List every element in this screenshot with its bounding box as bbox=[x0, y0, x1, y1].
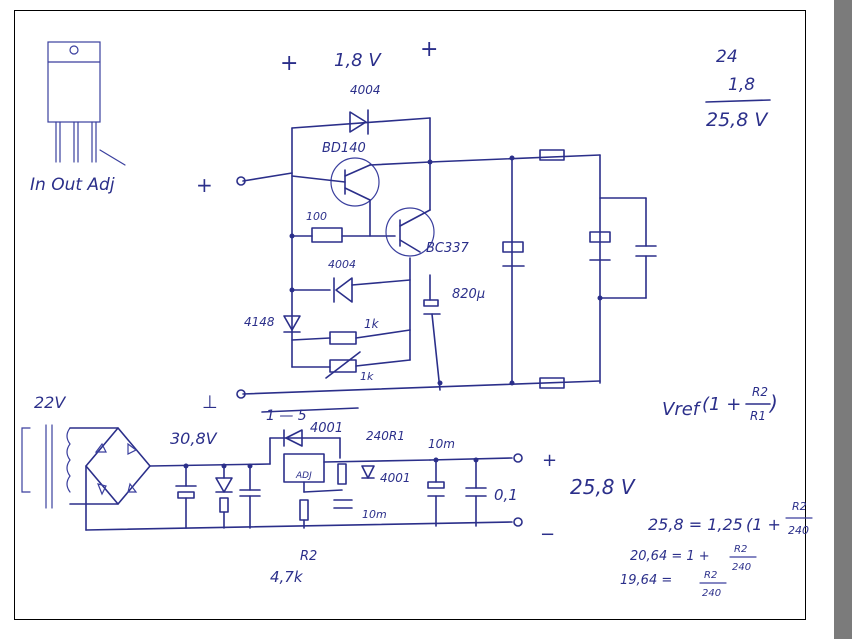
formula-den: R1 bbox=[750, 409, 766, 423]
top-circuit bbox=[236, 109, 657, 399]
cap-10m-low-label: 10m bbox=[362, 508, 387, 521]
formula-vref: Vref bbox=[662, 399, 702, 420]
transistor-bd140-label: BD140 bbox=[322, 141, 366, 156]
calc-line2-den: 240 bbox=[732, 562, 751, 573]
calc-line3-den: 240 bbox=[702, 588, 721, 599]
ground-symbol: ⊥ bbox=[202, 392, 218, 413]
cap-820-label: 820µ bbox=[452, 287, 485, 302]
output-plus: + bbox=[542, 450, 557, 471]
top-plus-right: + bbox=[420, 37, 438, 62]
calc-line2-left: 20,64 = 1 + bbox=[630, 549, 710, 564]
jumper-label: 1 — 5 bbox=[266, 408, 307, 424]
r2-value: 4,7k bbox=[270, 568, 304, 586]
bridge-voltage: 30,8V bbox=[170, 429, 218, 448]
sum-b: 1,8 bbox=[728, 75, 755, 95]
calc-line2-num: R2 bbox=[734, 544, 747, 555]
mid-diode-label: 4004 bbox=[328, 258, 356, 271]
diode-4148-label: 4148 bbox=[244, 315, 275, 329]
transformer-voltage: 22V bbox=[34, 393, 66, 412]
sum-result: 25,8 V bbox=[706, 109, 769, 131]
cap-10m-label: 10m bbox=[428, 437, 455, 451]
transistor-bc337-label: BC337 bbox=[426, 241, 470, 256]
r2-label: R2 bbox=[300, 549, 317, 564]
formula-close: ) bbox=[768, 391, 778, 415]
scrollbar[interactable] bbox=[834, 0, 852, 639]
top-plus-left: + bbox=[280, 51, 298, 76]
calc-line1-num: R2 bbox=[792, 500, 807, 513]
calc-line1-den: 240 bbox=[788, 524, 809, 537]
bottom-diode-top-label: 4001 bbox=[310, 421, 343, 436]
top-diode-label: 4004 bbox=[350, 83, 381, 97]
top-voltage-label: 1,8 V bbox=[334, 50, 382, 71]
bottom-circuit bbox=[21, 407, 523, 531]
r240-label: 240R1 bbox=[366, 429, 405, 443]
calc-line1-paren: (1 + bbox=[746, 515, 781, 534]
package-pin-labels: In Out Adj bbox=[30, 175, 115, 195]
page-frame bbox=[14, 10, 806, 620]
formula-open: (1 + bbox=[702, 394, 741, 415]
output-voltage: 25,8 V bbox=[570, 475, 636, 499]
cap-01-label: 0,1 bbox=[494, 486, 518, 504]
output-minus: − bbox=[540, 524, 555, 545]
pot-1k-label: 1k bbox=[360, 370, 374, 383]
formula-num: R2 bbox=[752, 385, 768, 399]
calc-line1-left: 25,8 = 1,25 bbox=[648, 515, 743, 534]
resistor-100-label: 100 bbox=[306, 210, 327, 223]
regulator-adj-label: ADJ bbox=[295, 471, 312, 481]
calc-line3-left: 19,64 = bbox=[620, 573, 672, 588]
bottom-diode-right-label: 4001 bbox=[380, 471, 411, 485]
resistor-1k-label: 1k bbox=[364, 317, 380, 331]
input-plus: + bbox=[196, 173, 213, 197]
sum-a: 24 bbox=[716, 47, 738, 67]
sum-rule bbox=[705, 99, 771, 103]
regulator-package-sketch bbox=[47, 41, 126, 166]
calc-line3-num: R2 bbox=[704, 570, 717, 581]
